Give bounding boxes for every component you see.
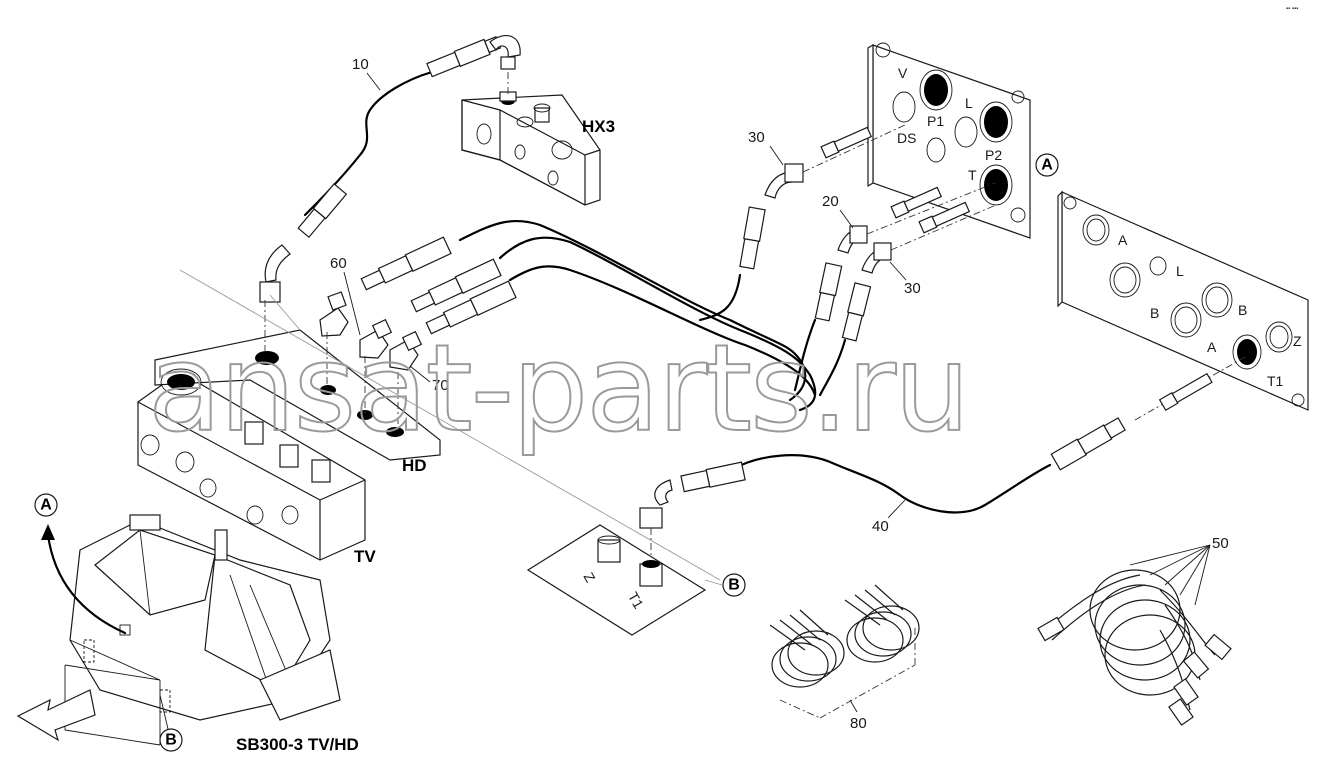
- machine-overview: [64, 514, 341, 746]
- callout-circle-b-plate: B: [722, 573, 746, 597]
- part-number-30-upper: 30: [748, 129, 765, 146]
- curved-arrow-to-a: [46, 533, 127, 635]
- tv-valve-block: [137, 329, 441, 561]
- elbow-fitting-60: [319, 291, 349, 337]
- port-label-a2: A: [1207, 339, 1217, 355]
- port-label-l: L: [965, 95, 973, 111]
- svg-text:B: B: [165, 732, 177, 749]
- assembly-guides: [179, 72, 721, 581]
- port-label-t1: T1: [1267, 373, 1284, 389]
- part-number-20: 20: [822, 193, 839, 210]
- elbow-fitting-70b: [389, 330, 423, 371]
- hose-40: [639, 356, 1246, 529]
- port-label-z: Z: [1293, 333, 1302, 349]
- hose-30-upper: [698, 124, 906, 322]
- port-label-p2: P2: [985, 147, 1002, 163]
- label-hd: HD: [402, 456, 427, 475]
- label-hx3: HX3: [582, 117, 615, 136]
- port-label-p1: P1: [927, 113, 944, 129]
- port-label-b1: B: [1150, 305, 1159, 321]
- port-plate-b: Z T1: [526, 524, 707, 636]
- port-plate-z: A L B B A Z T1: [1057, 190, 1309, 411]
- part-number-30-lower: 30: [904, 280, 921, 297]
- hx3-valve-block: [461, 91, 601, 206]
- elbow-fitting-70a: [359, 318, 393, 359]
- port-label-v: V: [898, 65, 908, 81]
- port-label-t1-b: T1: [625, 589, 647, 611]
- port-label-ds: DS: [897, 130, 916, 146]
- part-number-50: 50: [1212, 535, 1229, 552]
- port-label-t: T: [968, 167, 977, 183]
- port-label-a1: A: [1118, 232, 1128, 248]
- label-tv: TV: [354, 547, 376, 566]
- label-model: SB300-3 TV/HD: [236, 735, 359, 754]
- cable-straps-50: [1037, 569, 1232, 726]
- port-label-l2: L: [1176, 263, 1184, 279]
- part-number-70: 70: [432, 377, 449, 394]
- callout-circle-a-plate: A: [1035, 153, 1059, 177]
- part-number-60: 60: [330, 255, 347, 272]
- hose-20: [793, 182, 996, 392]
- part-number-80: 80: [850, 715, 867, 732]
- callout-circle-b-machine: B: [159, 728, 183, 752]
- hose-30-lower: [818, 201, 997, 397]
- watermark: ansat-parts.ru: [148, 320, 968, 459]
- callout-circle-a-machine: A: [34, 493, 58, 517]
- svg-text:A: A: [1041, 157, 1053, 174]
- port-plate-a: V P1 DS L P2 T: [867, 42, 1031, 239]
- svg-text:A: A: [40, 497, 52, 514]
- part-number-10: 10: [352, 56, 369, 73]
- corner-mark: ▪▪ ▪▪▪: [1286, 6, 1298, 12]
- hose-end-fittings: [360, 236, 517, 335]
- arrow-pointer-icon: [16, 689, 96, 742]
- arrow-head-icon: [41, 524, 55, 540]
- svg-text:B: B: [728, 577, 740, 594]
- part-number-40: 40: [872, 518, 889, 535]
- hose-10: [259, 34, 521, 303]
- port-label-b2: B: [1238, 302, 1247, 318]
- spring-clamps-80: [769, 584, 920, 719]
